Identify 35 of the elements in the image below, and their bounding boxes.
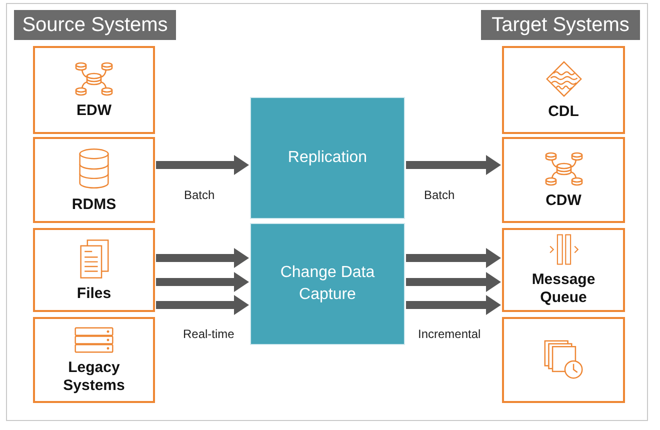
process-name: Replication <box>288 148 368 168</box>
arrow <box>406 248 501 268</box>
arrow <box>156 248 249 268</box>
system-box <box>502 46 625 134</box>
system-name: EDW <box>76 102 112 120</box>
system-name: CDL <box>548 102 579 120</box>
header-text: Source Systems <box>22 13 168 37</box>
arrow <box>406 155 501 175</box>
system-box <box>33 317 155 403</box>
header-text: Target Systems <box>492 13 630 37</box>
system-box <box>502 228 625 312</box>
system-name: RDMS <box>72 196 116 214</box>
arrow <box>156 295 249 315</box>
system-box <box>502 317 625 403</box>
edge-label: Incremental <box>418 327 481 342</box>
edge-label: Real-time <box>183 327 234 342</box>
arrow <box>156 272 249 292</box>
system-name: Files <box>76 284 112 302</box>
process-box <box>250 97 405 219</box>
system-box <box>33 46 155 134</box>
column-header <box>14 10 176 40</box>
edge-label: Batch <box>424 188 455 202</box>
system-box <box>33 228 155 312</box>
edge-label: Batch <box>184 188 215 202</box>
arrow <box>406 272 501 292</box>
system-box <box>33 137 155 223</box>
system-box <box>502 137 625 223</box>
arrow <box>406 295 501 315</box>
system-name: Message Queue <box>530 271 596 307</box>
arrow <box>156 155 249 175</box>
system-name: CDW <box>546 192 582 210</box>
column-header <box>481 10 640 40</box>
process-name: Change Data Capture <box>279 263 376 305</box>
process-box <box>250 223 405 345</box>
system-name: Legacy Systems <box>62 358 126 394</box>
